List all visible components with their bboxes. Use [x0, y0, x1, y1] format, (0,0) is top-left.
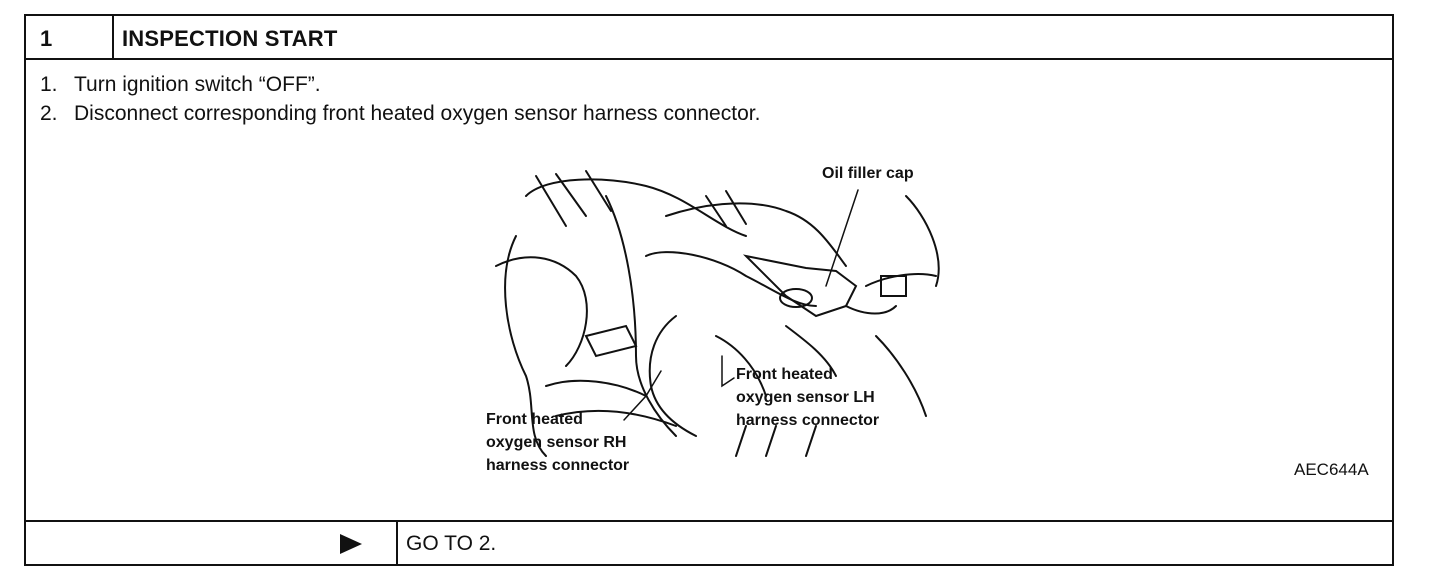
- lh-label-line: Front heated: [736, 366, 833, 383]
- instruction-number: 1.: [40, 73, 58, 96]
- engine-bay-illustration: Oil filler cap Front heated oxygen senso…: [486, 156, 956, 478]
- inspection-step-table: 1 INSPECTION START 1. Turn ignition switc…: [24, 14, 1394, 566]
- instruction-text: Turn ignition switch “OFF”.: [74, 73, 321, 96]
- goto-next-step[interactable]: GO TO 2.: [406, 532, 497, 555]
- rh-label-line: oxygen sensor RH: [486, 434, 627, 451]
- oil-filler-cap-label: Oil filler cap: [822, 165, 914, 182]
- step-number: 1: [40, 26, 53, 51]
- engine-line-drawing: [495, 170, 940, 457]
- figure-code: AEC644A: [1294, 460, 1369, 479]
- instruction-text: Disconnect corresponding front heated ox…: [74, 102, 761, 125]
- instruction-number: 2.: [40, 102, 58, 125]
- instruction-item: 1. Turn ignition switch “OFF”.: [40, 70, 760, 99]
- step-title: INSPECTION START: [122, 26, 338, 51]
- rh-label-line: harness connector: [486, 457, 630, 474]
- rh-label-line: Front heated: [486, 411, 583, 428]
- right-triangle-icon: [340, 534, 362, 554]
- lh-label-line: oxygen sensor LH: [736, 389, 875, 406]
- footer-divider: [396, 522, 398, 566]
- lh-label-line: harness connector: [736, 412, 880, 429]
- instruction-list: 1. Turn ignition switch “OFF”. 2. Disconne…: [40, 70, 760, 128]
- rh-connector-label: Front heated oxygen sensor RH harness co…: [486, 408, 629, 477]
- step-header-row: 1 INSPECTION START: [26, 16, 1392, 60]
- action-row: GO TO 2.: [26, 520, 1392, 566]
- instruction-item: 2. Disconnect corresponding front heated …: [40, 99, 760, 128]
- lh-connector-label: Front heated oxygen sensor LH harness co…: [736, 363, 879, 432]
- header-divider: [112, 16, 114, 58]
